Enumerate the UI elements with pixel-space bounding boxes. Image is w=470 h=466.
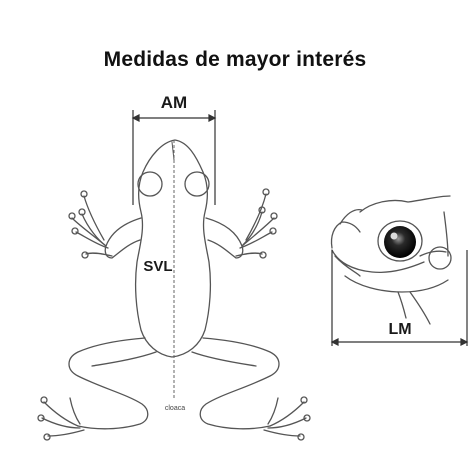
label-lm: LM — [388, 321, 411, 338]
eye-icon — [378, 221, 422, 261]
label-am: AM — [161, 93, 187, 112]
label-cloaca: cloaca — [165, 405, 185, 412]
label-svl: SVL — [143, 258, 172, 275]
